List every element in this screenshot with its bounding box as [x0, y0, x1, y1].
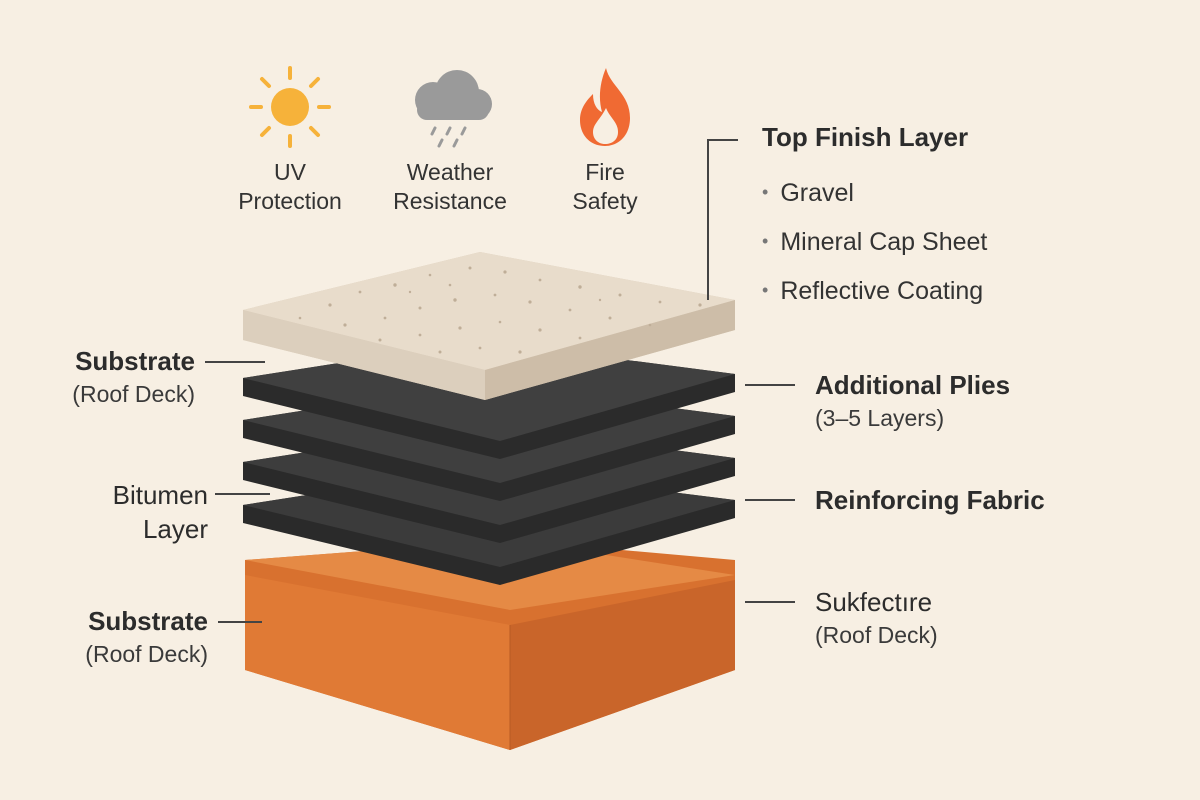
benefit-uv-line1: UV	[274, 159, 306, 185]
sun-icon	[249, 66, 331, 148]
benefit-fire-line2: Safety	[572, 188, 638, 214]
label-additional-plies: Additional Plies (3–5 Layers)	[815, 370, 1011, 431]
label-bitumen-layer: Bitumen Layer	[112, 480, 208, 544]
label-substrate-top: Substrate (Roof Deck)	[72, 346, 195, 407]
label-reinforcing-fabric: Reinforcing Fabric	[815, 485, 1045, 515]
list-item: •Reflective Coating	[762, 277, 984, 305]
benefit-uv-line2: Protection	[238, 188, 342, 214]
top-finish-title: Top Finish Layer	[762, 122, 969, 152]
list-item: •Mineral Cap Sheet	[762, 228, 988, 256]
list-item: •Gravel	[762, 179, 854, 207]
top-finish-list: •Gravel •Mineral Cap Sheet •Reflective C…	[762, 170, 987, 317]
leader-lines	[205, 139, 795, 623]
top-finish-layer	[243, 252, 735, 400]
gravel-speckles	[298, 266, 702, 354]
rain-cloud-icon	[415, 70, 492, 148]
label-roof-deck-right: Sukfectıre (Roof Deck)	[815, 587, 938, 648]
benefit-fire-line1: Fire	[585, 159, 625, 185]
benefit-fire: Fire Safety	[520, 62, 690, 216]
flame-icon	[580, 68, 630, 146]
substrate-block	[245, 540, 735, 750]
benefit-weather-line1: Weather	[406, 159, 494, 185]
benefit-weather-line2: Resistance	[393, 188, 507, 214]
label-substrate-bottom: Substrate (Roof Deck)	[85, 606, 208, 667]
benefit-uv: UV Protection	[205, 62, 375, 216]
benefit-weather: Weather Resistance	[365, 62, 535, 216]
